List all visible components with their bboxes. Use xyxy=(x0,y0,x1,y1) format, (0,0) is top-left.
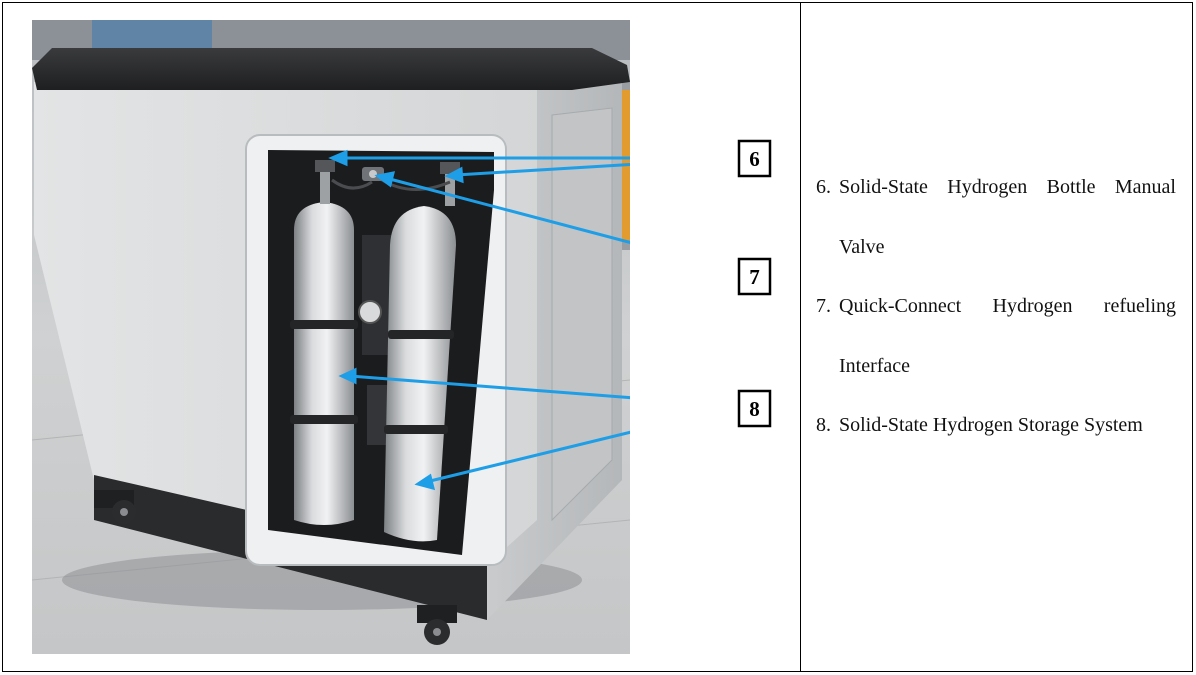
legend-text: Quick-Connect Hydrogen refueling Interfa… xyxy=(839,295,1176,377)
caster-right xyxy=(417,605,457,645)
arrow-head xyxy=(374,171,396,188)
arrow-head xyxy=(444,166,464,184)
manual-valve-handle-left xyxy=(315,160,335,172)
hydrogen-cylinder-left xyxy=(294,202,354,525)
cylinder-strap xyxy=(290,415,358,424)
legend-item-8: 8. Solid-State Hydrogen Storage System xyxy=(816,396,1176,456)
legend-number: 7. xyxy=(816,295,831,318)
front-recess xyxy=(551,107,613,522)
legend-item-7: 7. Quick-Connect Hydrogen refueling Inte… xyxy=(816,277,1176,396)
cylinder-strap xyxy=(290,320,358,329)
pressure-gauge xyxy=(358,300,382,324)
arrow-8-cylinder-left xyxy=(349,374,630,400)
hydrogen-cylinder-right xyxy=(384,206,456,542)
arrow-8-cylinder-right xyxy=(425,430,630,484)
caster-left xyxy=(94,490,136,524)
callout-box-8 xyxy=(737,389,772,428)
cylinder-valve-left xyxy=(320,170,330,204)
legend-item-6: 6. Solid-State Hydrogen Bottle Manual Va… xyxy=(816,158,1176,277)
cylinder-valve-right xyxy=(445,172,455,206)
callout-box-6 xyxy=(737,139,772,178)
legend-number: 6. xyxy=(816,176,831,198)
arrow-6-valve-right xyxy=(455,163,630,177)
arrow-head xyxy=(338,367,357,385)
arrow-7-quick-connect xyxy=(385,176,630,245)
callout-label-7: 7 xyxy=(749,265,760,289)
arrow-head xyxy=(328,149,348,167)
cabinet-top xyxy=(32,48,630,90)
legend-number: 8. xyxy=(816,414,831,437)
callout-box-7 xyxy=(737,257,772,296)
cylinder-strap xyxy=(384,425,448,434)
legend-list: 6. Solid-State Hydrogen Bottle Manual Va… xyxy=(816,158,1176,456)
hydrogen-cabinet-photo xyxy=(32,20,630,654)
legend-text: Solid-State Hydrogen Bottle Manual Valve xyxy=(839,176,1176,258)
callout-label-8: 8 xyxy=(749,397,760,421)
connecting-pipe xyxy=(331,178,373,190)
callout-label-6: 6 xyxy=(749,147,760,171)
arrow-head xyxy=(414,473,436,491)
callout-arrows xyxy=(328,149,630,491)
quick-connect-port xyxy=(369,170,377,178)
cylinder-strap xyxy=(388,330,454,339)
column-divider xyxy=(800,2,801,672)
background-equipment xyxy=(92,20,212,52)
legend-text: Solid-State Hydrogen Storage System xyxy=(839,414,1143,437)
